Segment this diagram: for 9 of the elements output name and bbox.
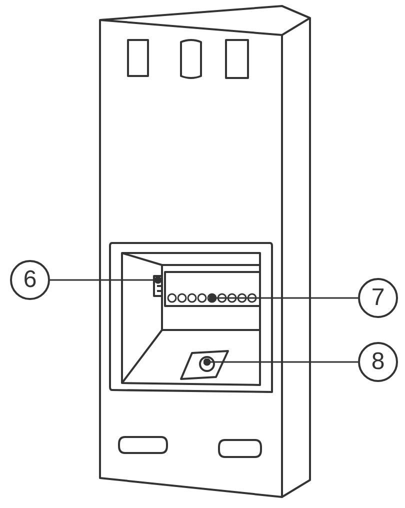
callout-number: 8: [358, 342, 398, 382]
leader-line: [208, 294, 358, 302]
callout-number: 6: [10, 260, 50, 300]
port-hole: [180, 350, 229, 380]
callout-number: 7: [358, 278, 398, 318]
switch-part: [153, 275, 163, 297]
leader-line: [50, 276, 162, 284]
leader-line: [203, 358, 358, 366]
terminal-block: [164, 271, 261, 307]
